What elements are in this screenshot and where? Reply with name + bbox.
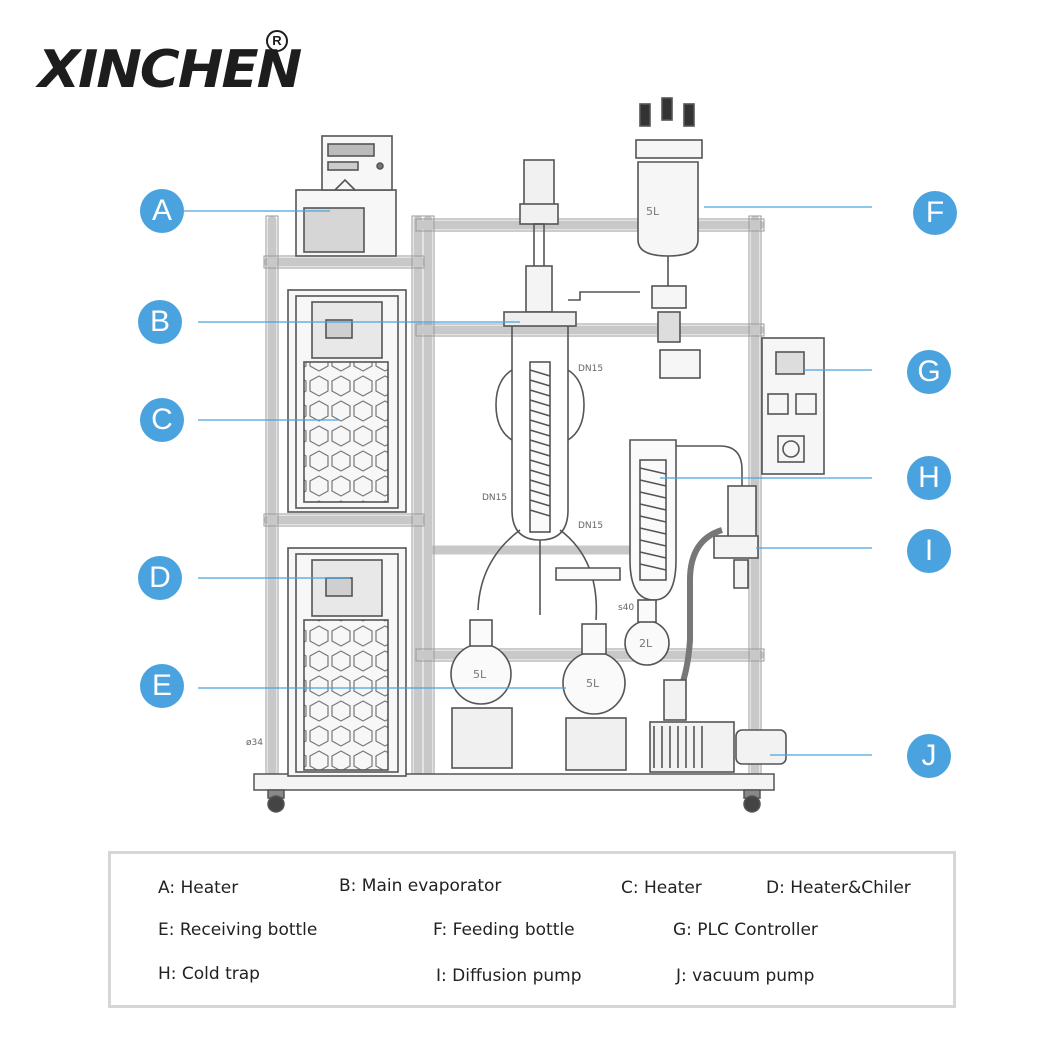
- label-feed-volume: 5L: [646, 205, 660, 218]
- label-dn15-bottom: DN15: [578, 521, 603, 531]
- legend-i: I: Diffusion pump: [436, 966, 582, 986]
- upper-cabinet-heater: [287, 289, 407, 513]
- legend-a: A: Heater: [158, 878, 239, 898]
- label-tube-diameter: ø34: [246, 738, 263, 748]
- marker-b: B: [138, 300, 182, 344]
- label-flask-center: 5L: [586, 677, 600, 690]
- leader-lines: [183, 206, 872, 756]
- marker-j: J: [907, 734, 951, 778]
- cold-trap: [629, 439, 743, 601]
- registered-mark: R: [266, 30, 288, 52]
- marker-c: C: [140, 398, 184, 442]
- label-s40: s40: [618, 603, 634, 613]
- legend-e: E: Receiving bottle: [158, 920, 318, 940]
- vacuum-pump: [649, 679, 787, 773]
- label-dn15-top: DN15: [578, 364, 603, 374]
- marker-i: I: [907, 529, 951, 573]
- label-flask-left: 5L: [473, 668, 487, 681]
- label-flask-right: 2L: [639, 637, 653, 650]
- legend-d: D: Heater&Chiler: [766, 878, 911, 898]
- marker-g: G: [907, 350, 951, 394]
- legend-j: J: vacuum pump: [676, 966, 815, 986]
- legend-b: B: Main evaporator: [339, 876, 502, 896]
- receiving-flasks: [450, 567, 670, 771]
- marker-f: F: [913, 191, 957, 235]
- base-plate: [253, 773, 775, 813]
- main-evaporator: [477, 159, 640, 621]
- legend-box: A: Heater B: Main evaporator C: Heater D…: [108, 851, 956, 1008]
- legend-c: C: Heater: [621, 878, 702, 898]
- marker-e: E: [140, 664, 184, 708]
- marker-a: A: [140, 189, 184, 233]
- legend-g: G: PLC Controller: [673, 920, 818, 940]
- feeding-bottle: [635, 97, 703, 379]
- label-dn15-left: DN15: [482, 493, 507, 503]
- brand-logo: XINCHEN R: [38, 30, 302, 102]
- top-heater-bath: [295, 135, 397, 257]
- lower-cabinet-chiller: [287, 547, 407, 777]
- logo-text: XINCHEN: [38, 40, 302, 100]
- diffusion-pump: [677, 485, 759, 692]
- marker-h: H: [907, 456, 951, 500]
- legend-f: F: Feeding bottle: [433, 920, 575, 940]
- legend-h: H: Cold trap: [158, 964, 260, 984]
- plc-controller-panel: [761, 337, 825, 475]
- marker-d: D: [138, 556, 182, 600]
